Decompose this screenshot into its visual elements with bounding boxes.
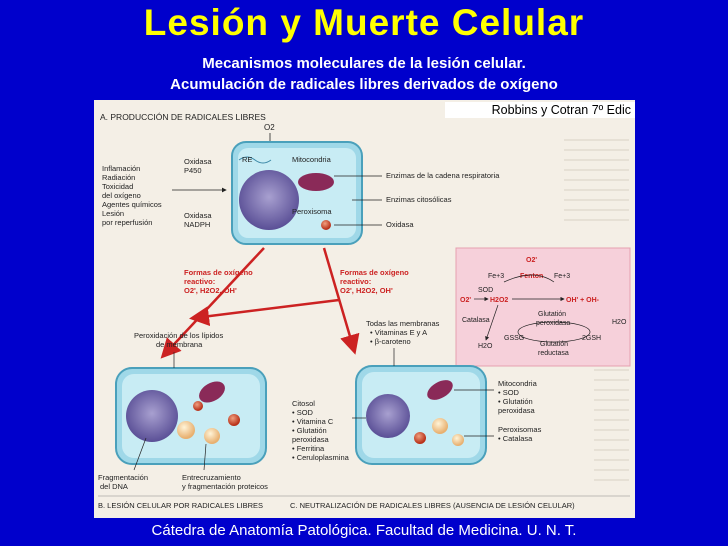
cause-item: Toxicidad: [102, 182, 133, 191]
mito-c-label: Mitocondria: [498, 379, 538, 388]
cause-item: del oxígeno: [102, 191, 141, 200]
enzimas-citosolicas-label: Enzimas citosólicas: [386, 195, 452, 204]
mitochondria-b: [199, 381, 225, 403]
cause-item: Radiación: [102, 173, 135, 182]
inset-catalasa: Catalasa: [462, 317, 490, 324]
citosol-label: • Vitamina C: [292, 417, 334, 426]
formas-left-label: O2', H2O2, OH': [184, 286, 237, 295]
peroxisome-a: [321, 220, 331, 230]
peroxisoma-label: Peroxisoma: [292, 207, 332, 216]
causes-list: Inflamación Radiación Toxicidad del oxíg…: [102, 164, 162, 227]
neutralization-inset: O2' Fe+3 Fenton Fe+3 SOD O2' H2O2 OH' + …: [455, 247, 631, 367]
inset-gssg: GSSG: [504, 335, 524, 342]
mito-c-label: peroxidasa: [498, 406, 536, 415]
inset-h2o2: H2O2: [490, 297, 508, 304]
oxidasa-label: Oxidasa: [386, 220, 414, 229]
figure-panel: Robbins y Cotran 7º Edic A. PRODUCCIÓN D…: [94, 100, 635, 518]
re-label: RE: [242, 155, 252, 164]
inset-h2o-right: H2O: [612, 319, 627, 326]
membranas-label: • Vitaminas E y A: [370, 328, 427, 337]
figure-diagram: A. PRODUCCIÓN DE RADICALES LIBRES O2 Inf…: [98, 112, 631, 510]
peroxidacion-label: de membrana: [156, 340, 203, 349]
inset-2gsh: 2GSH: [582, 335, 601, 342]
entrecruzamiento-label: y fragmentación proteicos: [182, 482, 268, 491]
mitochondria-c: [427, 380, 453, 400]
perox-c-label: Peroxisomas: [498, 425, 542, 434]
membranas-label: Todas las membranas: [366, 319, 440, 328]
cause-item: por reperfusión: [102, 218, 152, 227]
citosol-label: • Ferritina: [292, 444, 325, 453]
slide-subtitle-line2: Acumulación de radicales libres derivado…: [170, 76, 558, 93]
fragmentacion-label: del DNA: [100, 482, 128, 491]
fragmentacion-label: Fragmentación: [98, 473, 148, 482]
nucleus-b: [126, 390, 178, 442]
formas-right-label: reactivo:: [340, 277, 371, 286]
cell-a: [231, 141, 363, 245]
mitochondria-a: [298, 173, 334, 191]
inset-o2b: O2': [460, 297, 471, 304]
cell-c: [355, 365, 487, 465]
o2-label: O2: [264, 123, 275, 132]
entrecruzamiento-label: Entrecruzamiento: [182, 473, 241, 482]
citosol-label: • SOD: [292, 408, 314, 417]
inset-o2: O2': [526, 257, 537, 264]
section-b-label: B. LESIÓN CELULAR POR RADICALES LIBRES: [98, 501, 263, 510]
inset-glut-red: reductasa: [538, 350, 569, 357]
slide-subtitle-line1: Mecanismos moleculares de la lesión celu…: [202, 55, 526, 72]
inset-fe3-right: Fe+3: [554, 273, 570, 280]
nucleus-a: [239, 170, 299, 230]
inset-glut-red: Glutatión: [540, 341, 568, 348]
oxidasa-p450-label: Oxidasa: [184, 157, 212, 166]
inset-h2o-left: H2O: [478, 343, 493, 350]
peroxidacion-label: Peroxidación de los lípidos: [134, 331, 223, 340]
inset-oh: OH' + OH-: [566, 297, 600, 304]
mitocondria-label: Mitocondria: [292, 155, 332, 164]
perox-c-label: • Catalasa: [498, 434, 533, 443]
cause-item: Inflamación: [102, 164, 140, 173]
citosol-label: • Glutatión: [292, 426, 327, 435]
nucleus-c: [366, 394, 410, 438]
citosol-label: • Ceruloplasmina: [292, 453, 350, 462]
oxidasa-nadph-label: Oxidasa: [184, 211, 212, 220]
inset-glut-perox: Glutatión: [538, 311, 566, 318]
formas-left-label: Formas de oxígeno: [184, 268, 253, 277]
oxidasa-p450-label: P450: [184, 166, 202, 175]
enzimas-cadena-label: Enzimas de la cadena respiratoria: [386, 171, 500, 180]
inset-fe3-left: Fe+3: [488, 273, 504, 280]
cause-item: Agentes químicos: [102, 200, 162, 209]
inset-fenton: Fenton: [520, 273, 543, 280]
formas-right-label: Formas de oxígeno: [340, 268, 409, 277]
citosol-label: Citosol: [292, 399, 315, 408]
citosol-label: peroxidasa: [292, 435, 330, 444]
mito-c-label: • SOD: [498, 388, 520, 397]
membranas-label: • β-caroteno: [370, 337, 411, 346]
inset-glut-perox: peroxidasa: [536, 320, 570, 327]
cell-b: [115, 367, 267, 465]
slide-footer: Cátedra de Anatomía Patológica. Facultad…: [151, 522, 577, 539]
slide-title: Lesión y Muerte Celular: [143, 2, 585, 43]
oxidasa-nadph-label: NADPH: [184, 220, 210, 229]
inset-sod: SOD: [478, 287, 493, 294]
citation: Robbins y Cotran 7º Edic: [445, 102, 635, 118]
cause-item: Lesión: [102, 209, 124, 218]
mito-c-label: • Glutatión: [498, 397, 533, 406]
formas-right-label: O2', H2O2, OH': [340, 286, 393, 295]
section-a-label: A. PRODUCCIÓN DE RADICALES LIBRES: [100, 112, 266, 122]
section-c-label: C. NEUTRALIZACIÓN DE RADICALES LIBRES (A…: [290, 501, 575, 510]
formas-left-label: reactivo:: [184, 277, 215, 286]
